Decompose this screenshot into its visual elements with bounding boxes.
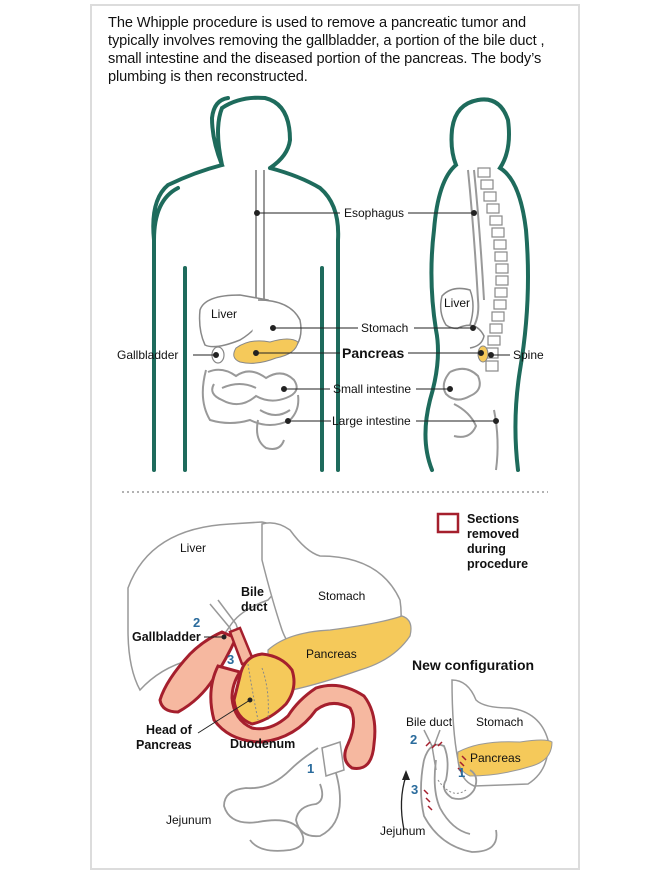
label-pancreas: Pancreas — [342, 345, 404, 361]
detail-label-bile-1: Bile — [241, 585, 264, 599]
label-liver-side: Liver — [444, 296, 470, 310]
intro-paragraph: The Whipple procedure is used to remove … — [108, 14, 564, 86]
detail-label-stomach: Stomach — [318, 589, 365, 603]
detail-label-head-2: Pancreas — [136, 738, 192, 752]
detail-jejunum-link — [321, 741, 345, 777]
front-pancreas — [233, 338, 299, 364]
new-config-suture-1 — [457, 755, 467, 773]
detail-num-2: 2 — [193, 615, 200, 630]
legend-swatch — [436, 512, 460, 534]
new-config-label-jejunum: Jejunum — [380, 824, 425, 838]
front-large-intestine — [201, 369, 300, 450]
side-body-outline-back — [476, 97, 530, 472]
new-config-title: New configuration — [412, 657, 534, 673]
label-stomach: Stomach — [361, 321, 408, 335]
side-large-intestine — [493, 409, 499, 471]
label-gallbladder: Gallbladder — [117, 348, 178, 362]
new-config-label-pancreas: Pancreas — [470, 751, 521, 765]
label-esophagus: Esophagus — [344, 206, 404, 220]
side-stomach — [457, 324, 485, 349]
front-body-figure — [151, 95, 341, 472]
new-config-num-3: 3 — [411, 782, 418, 797]
detail-diagram — [127, 521, 412, 852]
label-large-intestine: Large intestine — [332, 414, 411, 428]
detail-label-gallbladder: Gallbladder — [132, 630, 201, 644]
legend-line-4: procedure — [467, 557, 528, 571]
detail-label-head-1: Head of — [146, 723, 193, 737]
side-body-figure — [423, 97, 530, 472]
side-esophagus-inner — [473, 169, 485, 301]
new-config-pancreas — [457, 739, 553, 777]
side-esophagus — [467, 169, 480, 333]
intro-line-4: plumbing is then reconstructed. — [108, 69, 308, 85]
front-small-intestine — [207, 368, 298, 416]
new-config-bile-duct — [423, 729, 441, 771]
label-liver-front: Liver — [211, 307, 237, 321]
label-small-intestine: Small intestine — [333, 382, 411, 396]
legend-line-3: during — [467, 542, 506, 556]
legend-line-1: Sections — [467, 512, 519, 526]
detail-duct-dotted — [247, 663, 269, 721]
detail-label-bile-2: duct — [241, 600, 268, 614]
new-config-num-1: 1 — [458, 765, 465, 780]
side-intestine — [442, 367, 481, 438]
front-body-outline — [151, 95, 341, 472]
new-config-flow-arrow — [400, 775, 407, 831]
new-config-suture-2 — [425, 741, 443, 749]
detail-label-liver: Liver — [180, 541, 206, 555]
new-config-jejunum — [420, 743, 498, 853]
new-config-diagram — [400, 679, 553, 853]
detail-liver — [127, 521, 285, 692]
detail-num-1: 1 — [307, 761, 314, 776]
detail-leaders — [197, 634, 253, 734]
label-spine: Spine — [513, 348, 544, 362]
front-liver — [198, 294, 269, 348]
detail-duodenum — [209, 664, 377, 770]
legend-line-2: removed — [467, 527, 519, 541]
intro-line-3: small intestine and the diseased portion… — [108, 51, 542, 67]
new-config-num-2: 2 — [410, 732, 417, 747]
new-config-label-bile-duct: Bile duct — [406, 715, 453, 729]
leader-lines-top — [193, 210, 510, 424]
detail-label-duodenum: Duodenum — [230, 737, 295, 751]
intro-line-1: The Whipple procedure is used to remove … — [108, 15, 527, 31]
new-config-label-stomach: Stomach — [476, 715, 523, 729]
side-body-outline-front — [423, 98, 480, 472]
new-config-dotted — [437, 779, 467, 794]
new-config-arrowhead — [402, 770, 410, 780]
new-config-suture-3 — [423, 789, 433, 811]
detail-bile-duct — [209, 599, 249, 665]
detail-label-pancreas: Pancreas — [306, 647, 357, 661]
intro-line-2: typically involves removing the gallblad… — [108, 33, 545, 49]
detail-label-jejunum: Jejunum — [166, 813, 211, 827]
detail-jejunum — [223, 747, 341, 852]
detail-num-3: 3 — [227, 652, 234, 667]
detail-pancreas-head — [232, 652, 296, 726]
